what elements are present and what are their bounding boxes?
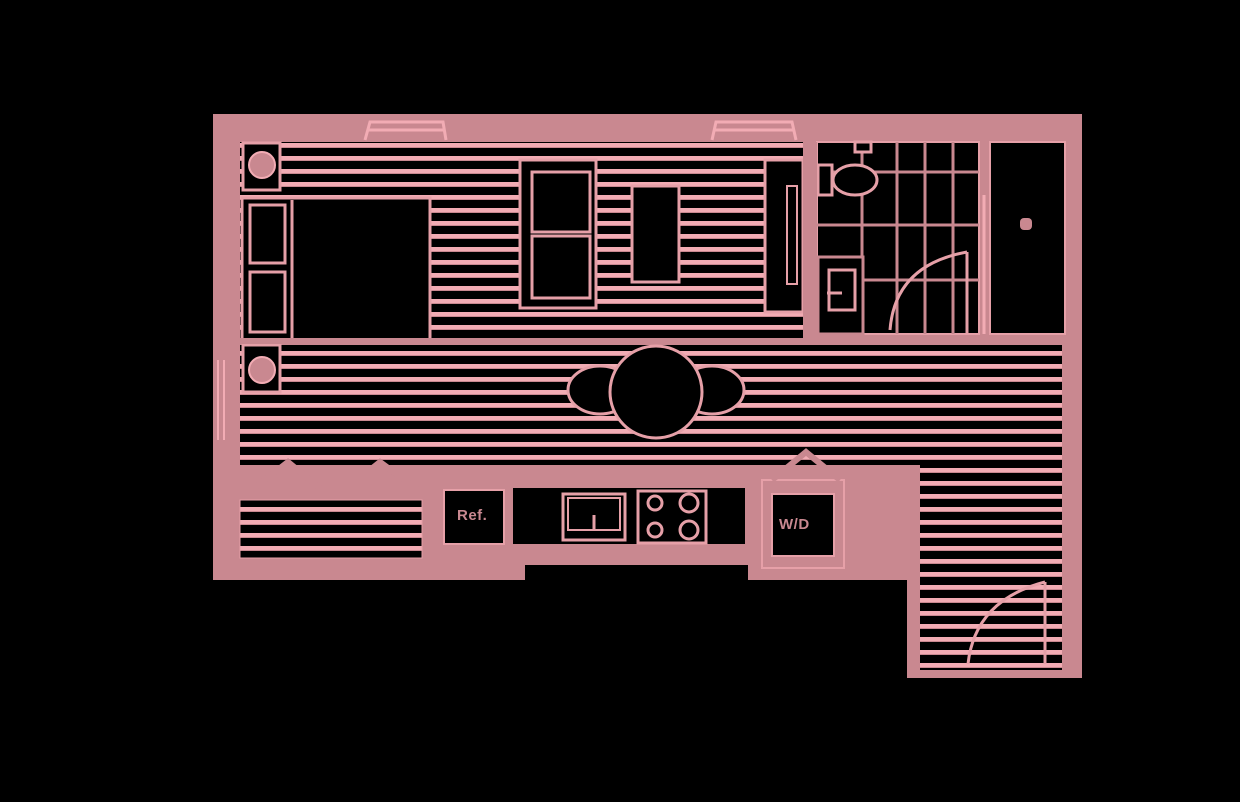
refrigerator-icon — [438, 485, 518, 547]
entry-door-icon — [966, 580, 1047, 665]
bed-icon — [240, 196, 432, 342]
bathroom-door-icon — [888, 250, 969, 334]
dining-set-icon — [566, 344, 746, 440]
kitchen-shelf-icon — [239, 458, 438, 566]
closet-knob-icon — [1020, 218, 1032, 230]
toilet-icon — [816, 140, 879, 197]
coffee-table-icon — [630, 184, 681, 284]
bathroom-sink-icon — [816, 255, 865, 336]
kitchen-counter — [507, 482, 751, 550]
dining-table — [608, 344, 704, 440]
window-side — [217, 360, 225, 440]
entry-wall — [907, 465, 920, 678]
sofa-icon — [518, 158, 598, 310]
partition-wall — [240, 338, 805, 344]
nightstand-bottom-icon — [241, 343, 282, 394]
nightstand-top-icon — [241, 141, 282, 192]
closet — [982, 141, 1066, 335]
washer-dryer-label: W/D — [779, 516, 810, 533]
cooktop-icon — [636, 489, 708, 545]
washer-dryer-icon — [748, 448, 920, 580]
floor-entry — [920, 465, 1062, 670]
tv-console-icon — [763, 158, 805, 314]
bath-wall — [803, 142, 817, 342]
window-left — [363, 120, 448, 141]
refrigerator-label: Ref. — [457, 507, 488, 524]
bathroom — [816, 140, 980, 336]
kitchen-sink-icon — [561, 492, 627, 542]
window-right — [710, 120, 798, 141]
